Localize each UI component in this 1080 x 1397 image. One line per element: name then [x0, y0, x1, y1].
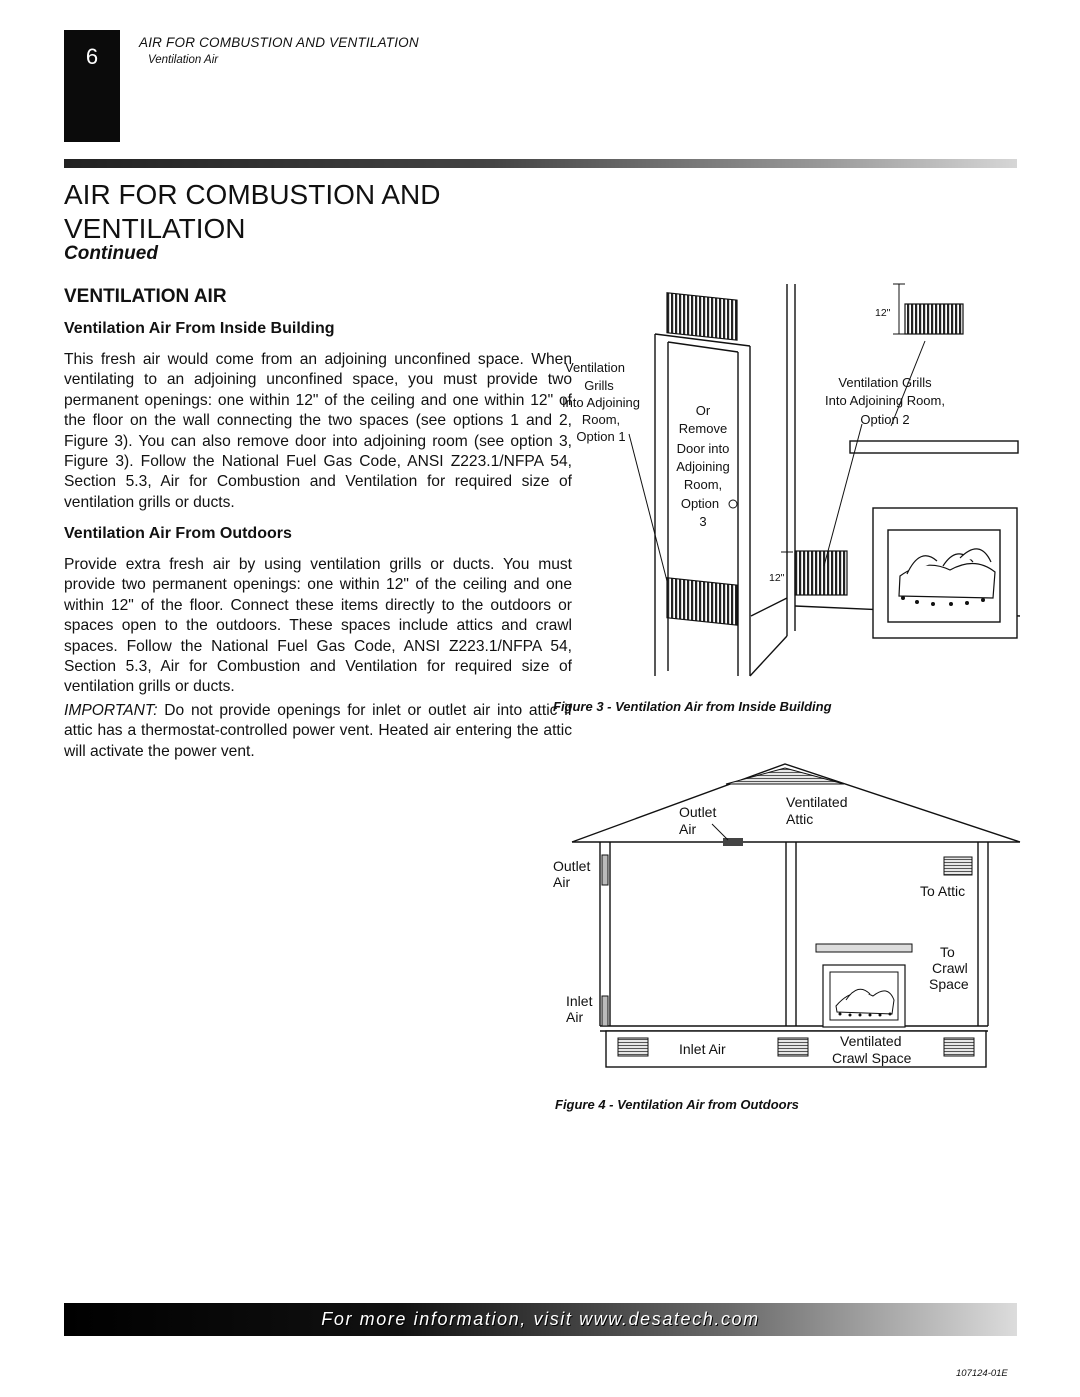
fig3-option3-line-5: Room, — [684, 477, 722, 492]
crawl-vent-2 — [777, 1037, 809, 1057]
figure-3-illustration: 12" 12" Ventilation Grills Into Adjoinin… — [562, 283, 1020, 677]
fig4-to-crawl-space-line-3: Space — [929, 976, 969, 992]
fig3-option1-line-3: Into Adjoining — [562, 395, 640, 410]
inlet-wall-vent — [601, 995, 609, 1027]
header-rule — [64, 159, 1017, 168]
fig4-to-attic: To Attic — [920, 883, 965, 899]
crawl-vent-3 — [943, 1037, 975, 1057]
fig3-option3-line-1: Or — [696, 403, 711, 418]
continued-label: Continued — [64, 243, 158, 264]
fig3-option3-line-2: Remove — [679, 421, 727, 436]
fig4-outlet-air-wall-line-2: Air — [553, 874, 570, 890]
fig3-option3-line-3: Door into — [677, 441, 730, 456]
page-number-tab: 6 — [64, 30, 120, 142]
fig3-option3-line-4: Adjoining — [676, 459, 730, 474]
fig4-outlet-air-roof-line-2: Air — [679, 821, 696, 837]
to-attic-vent — [943, 856, 973, 876]
outlet-wall-vent — [601, 854, 609, 886]
fig3-option3-line-6: Option — [681, 496, 719, 511]
attic-ridge-vent — [725, 767, 845, 785]
fig3-dimension-top: 12" — [875, 307, 891, 319]
page-number: 6 — [85, 44, 99, 69]
ventilation-air-heading: VENTILATION AIR — [64, 286, 227, 307]
fig3-dimension-bottom: 12" — [769, 572, 785, 584]
document-number: 107124-01E — [956, 1368, 1008, 1379]
grill-option2-upper — [904, 303, 964, 335]
door-knob — [728, 499, 738, 509]
fig4-ventilated-attic-line-1: Ventilated — [786, 794, 848, 810]
fig4-to-crawl-space-line-2: Crawl — [932, 960, 968, 976]
fig3-option3-line-7: 3 — [699, 514, 706, 529]
grill-option1-upper — [666, 292, 738, 341]
burner-dots — [901, 596, 985, 606]
fig3-option1-line-1: Ventilation — [565, 360, 625, 375]
fig3-option2-line-3: Option 2 — [860, 412, 909, 427]
figure-4-caption: Figure 4 - Ventilation Air from Outdoors — [555, 1097, 799, 1112]
grill-option2-lower — [794, 550, 848, 596]
fireplace-mantel — [815, 943, 913, 953]
inside-building-paragraph: This fresh air would come from an adjoin… — [64, 351, 572, 511]
footer-banner: For more information, visit www.desatech… — [64, 1303, 1017, 1336]
fig4-inlet-air-crawl: Inlet Air — [679, 1041, 726, 1057]
running-section-header: AIR FOR COMBUSTION AND VENTILATION — [139, 35, 419, 50]
fig4-ventilated-crawl-line-2: Crawl Space — [832, 1050, 912, 1066]
fig4-ventilated-crawl-line-1: Ventilated — [840, 1033, 902, 1049]
fig3-option1-line-2: Grills — [584, 378, 614, 393]
inside-building-heading: Ventilation Air From Inside Building — [64, 320, 335, 337]
fig3-option1-line-4: Room, — [582, 412, 620, 427]
fig3-option2-line-2: Into Adjoining Room, — [825, 393, 945, 408]
attic-outlet-vent — [723, 838, 743, 846]
fig4-inlet-air-wall-line-2: Air — [566, 1009, 583, 1025]
running-subsection-header: Ventilation Air — [148, 54, 219, 66]
figure-4-illustration: Outlet Air Ventilated Attic Outlet Air T… — [553, 763, 1021, 1068]
grill-option1-lower — [666, 577, 738, 626]
figure-3-caption: Figure 3 - Ventilation Air from Inside B… — [553, 699, 832, 714]
page-title: AIR FOR COMBUSTION AND VENTILATION — [64, 178, 484, 246]
page-title-line-2: VENTILATION — [64, 213, 246, 244]
crawl-vent-1 — [617, 1037, 649, 1057]
important-note: IMPORTANT: Do not provide openings for i… — [64, 701, 572, 762]
important-label: IMPORTANT: — [64, 702, 158, 719]
page-title-line-1: AIR FOR COMBUSTION AND — [64, 179, 441, 210]
fig3-option2-line-1: Ventilation Grills — [838, 375, 932, 390]
important-text: Do not provide openings for inlet or out… — [64, 702, 572, 760]
fig4-outlet-air-roof-line-1: Outlet — [679, 804, 716, 820]
footer-website-link[interactable]: For more information, visit www.desatech… — [321, 1309, 760, 1329]
fig4-inlet-air-wall-line-1: Inlet — [566, 993, 593, 1009]
outdoors-heading: Ventilation Air From Outdoors — [64, 525, 292, 542]
fig4-to-crawl-space-line-1: To — [940, 944, 955, 960]
fig4-ventilated-attic-line-2: Attic — [786, 811, 813, 827]
outdoors-paragraph: Provide extra fresh air by using ventila… — [64, 556, 572, 696]
fig3-option1-line-5: Option 1 — [576, 429, 625, 444]
fig4-outlet-air-wall-line-1: Outlet — [553, 858, 590, 874]
